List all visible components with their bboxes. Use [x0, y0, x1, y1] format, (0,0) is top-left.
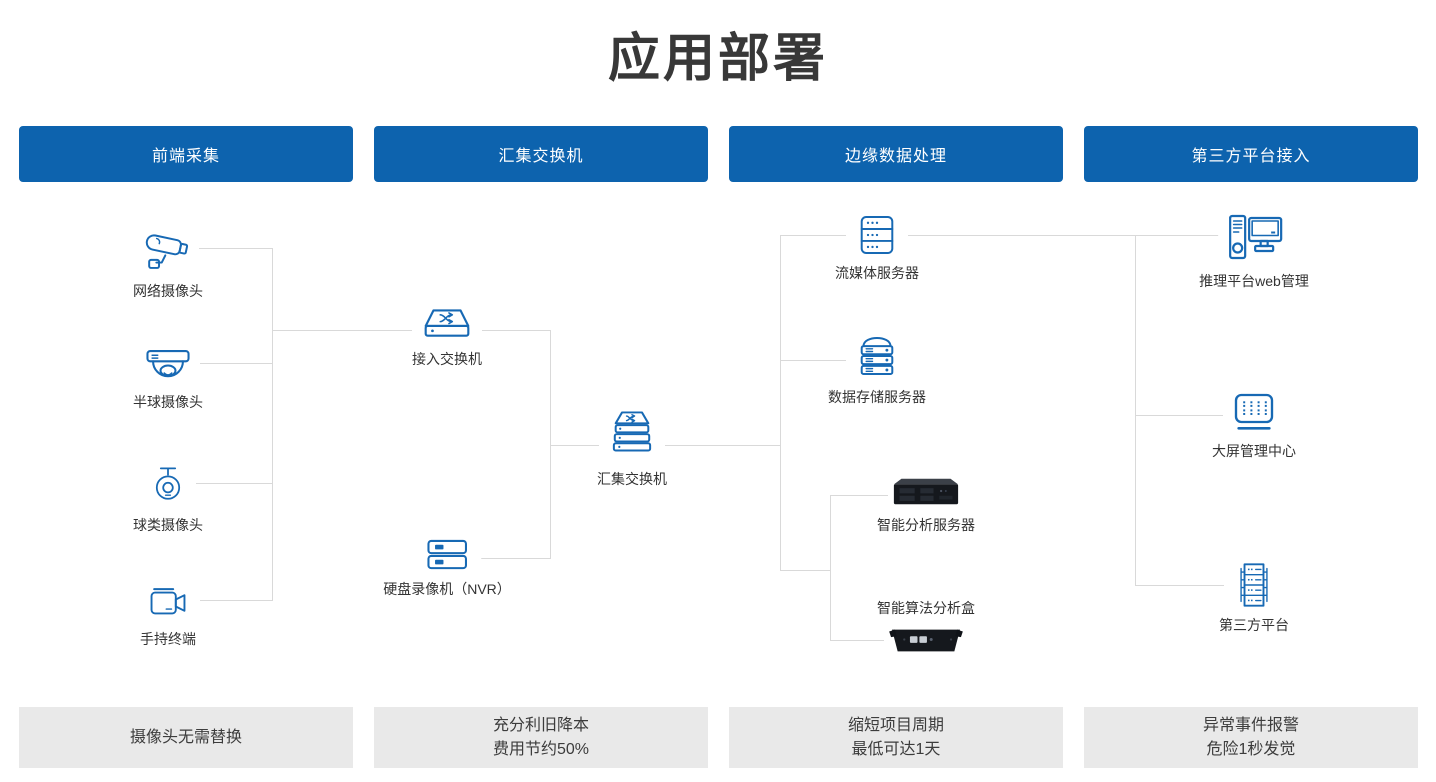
connector-algorithm-box-branch	[830, 640, 894, 641]
node-ball-camera: 球类摄像头	[131, 462, 205, 535]
node-label: 数据存储服务器	[826, 387, 928, 407]
connector-streaming-to-inference	[780, 235, 1222, 236]
desktop-computer-icon	[1218, 210, 1290, 266]
connector-col3-vertical	[780, 235, 781, 571]
bullet-camera-icon	[137, 224, 199, 276]
node-label: 大屏管理中心	[1210, 441, 1298, 461]
node-algorithm-box: 智能算法分析盒	[875, 598, 977, 657]
node-third-party-platform: 第三方平台	[1217, 560, 1291, 635]
connector-camera2-branch	[200, 363, 272, 364]
node-label: 接入交换机	[410, 349, 484, 369]
connector-analysis-server-branch	[830, 495, 894, 496]
node-label: 手持终端	[138, 629, 198, 649]
benefit-aggregation: 充分利旧降本 费用节约50%	[374, 707, 708, 768]
connector-camera3-branch	[194, 483, 272, 484]
connector-col4-vertical	[1135, 235, 1136, 586]
ptz-ball-camera-icon	[140, 462, 196, 510]
rack-server-photo	[888, 472, 964, 510]
connector-col3-sub-vertical	[830, 495, 831, 641]
network-switch-icon	[412, 306, 482, 344]
node-dome-camera: 半球摄像头	[131, 345, 205, 412]
page-title: 应用部署	[607, 30, 828, 88]
node-label: 智能算法分析盒	[875, 598, 977, 618]
connector-to-aggregation-switch	[550, 445, 780, 446]
connector-camera1-branch	[196, 248, 272, 249]
column-header-third-party-access: 第三方平台接入	[1084, 126, 1418, 182]
connector-col1-vertical	[272, 248, 273, 601]
connector-thirdparty-branch	[1135, 585, 1230, 586]
connector-bigscreen-branch	[1135, 415, 1230, 416]
node-label: 球类摄像头	[131, 515, 205, 535]
storage-server-icon	[846, 330, 908, 382]
node-analysis-server: 智能分析服务器	[875, 472, 977, 535]
node-label: 网络摄像头	[131, 281, 205, 301]
node-streaming-server: 流媒体服务器	[833, 212, 921, 283]
node-label: 智能分析服务器	[875, 515, 977, 535]
video-camera-icon	[138, 582, 198, 624]
node-storage-server: 数据存储服务器	[826, 330, 928, 407]
big-screen-icon	[1223, 390, 1285, 436]
column-header-front-end-collection: 前端采集	[19, 126, 353, 182]
benefit-third-party: 异常事件报警 危险1秒发觉	[1084, 707, 1418, 768]
node-big-screen-center: 大屏管理中心	[1210, 390, 1298, 461]
column-header-aggregation-switch: 汇集交换机	[374, 126, 708, 182]
connector-camera4-branch	[200, 600, 272, 601]
stacked-switch-icon	[599, 408, 665, 464]
node-network-camera: 网络摄像头	[131, 224, 205, 301]
server-rack-icon	[1224, 560, 1284, 610]
benefit-front-end: 摄像头无需替换	[19, 707, 353, 768]
node-label: 流媒体服务器	[833, 263, 921, 283]
connector-col2-vertical	[550, 330, 551, 559]
column-header-edge-data-processing: 边缘数据处理	[729, 126, 1063, 182]
edge-box-photo	[884, 623, 968, 657]
node-inference-platform: 推理平台web管理	[1197, 210, 1311, 291]
node-label: 第三方平台	[1217, 615, 1291, 635]
connector-col3-bottom	[780, 570, 830, 571]
node-nvr: 硬盘录像机（NVR）	[381, 536, 513, 599]
benefit-edge-processing: 缩短项目周期 最低可达1天	[729, 707, 1063, 768]
connector-to-access-switch	[272, 330, 550, 331]
nvr-recorder-icon	[413, 536, 481, 574]
node-handheld-terminal: 手持终端	[138, 582, 198, 649]
node-access-switch: 接入交换机	[410, 306, 484, 369]
node-aggregation-switch: 汇集交换机	[595, 408, 669, 489]
node-label: 汇集交换机	[595, 469, 669, 489]
node-label: 硬盘录像机（NVR）	[381, 579, 513, 599]
connector-nvr-branch	[474, 558, 550, 559]
node-label: 半球摄像头	[131, 392, 205, 412]
dome-camera-icon	[136, 345, 200, 387]
connector-storage-branch	[780, 360, 850, 361]
streaming-server-icon	[846, 212, 908, 258]
node-label: 推理平台web管理	[1197, 271, 1311, 291]
